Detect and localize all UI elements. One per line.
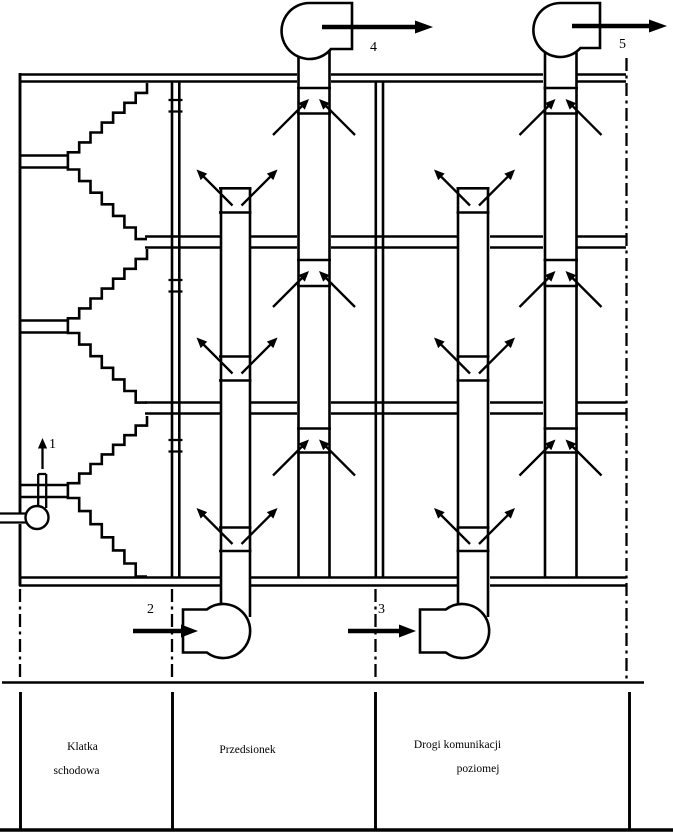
- flow-arrowhead-4: [415, 20, 433, 34]
- fan-5-body: [532, 1, 602, 59]
- legend-stairwell-line2: schodowa: [53, 765, 100, 777]
- building-shell: [18, 73, 626, 587]
- flow-arrowhead-2: [181, 624, 198, 638]
- section-boundary-lines: [18, 58, 628, 681]
- supply-shaft-right: [431, 166, 519, 617]
- door-opening-marks: [168, 98, 183, 453]
- stair-flight-storey2: [66, 249, 149, 404]
- marker-5: 5: [619, 37, 626, 52]
- marker-4: 4: [370, 40, 377, 55]
- exhaust-shaft-right: [520, 50, 602, 577]
- exhaust-shaft-left: [273, 50, 355, 577]
- fan-1-impeller: [24, 504, 50, 531]
- supply-outlet-arrows-left: [193, 166, 281, 544]
- fan-4-body: [280, 1, 354, 61]
- supply-fan-3: [348, 602, 491, 660]
- legend-frame: [0, 681, 673, 832]
- exhaust-fan-5: [532, 1, 667, 59]
- exhaust-fan-4: [280, 1, 433, 61]
- legend-vestibule: Przedsionek: [219, 744, 276, 756]
- marker-2: 2: [147, 602, 154, 617]
- airflow-up-arrowhead: [37, 438, 48, 449]
- flow-arrowhead-5: [649, 19, 667, 33]
- stair-landing-2: [19, 319, 68, 334]
- stair-flight-storey3: [66, 416, 149, 578]
- fan-3-body: [418, 602, 491, 660]
- stair-landing-1: [19, 154, 68, 169]
- legend-stairwell-line1: Klatka: [67, 741, 98, 753]
- fan-2-body: [181, 602, 252, 660]
- stair-intake-fan-1: [0, 438, 50, 531]
- stair-flight-storey1: [66, 83, 149, 241]
- supply-shaft-left: [193, 166, 281, 617]
- staircase-flights: [19, 83, 149, 578]
- marker-1: 1: [49, 437, 56, 452]
- flow-arrowhead-3: [399, 624, 416, 638]
- supply-fan-2: [133, 602, 252, 660]
- marker-3: 3: [378, 602, 385, 617]
- supply-outlet-arrows-right: [431, 166, 519, 544]
- legend-corridor-line2: poziomej: [456, 763, 500, 775]
- legend-corridor-line1: Drogi komunikacji: [413, 739, 502, 751]
- stair-landing-3: [19, 483, 68, 499]
